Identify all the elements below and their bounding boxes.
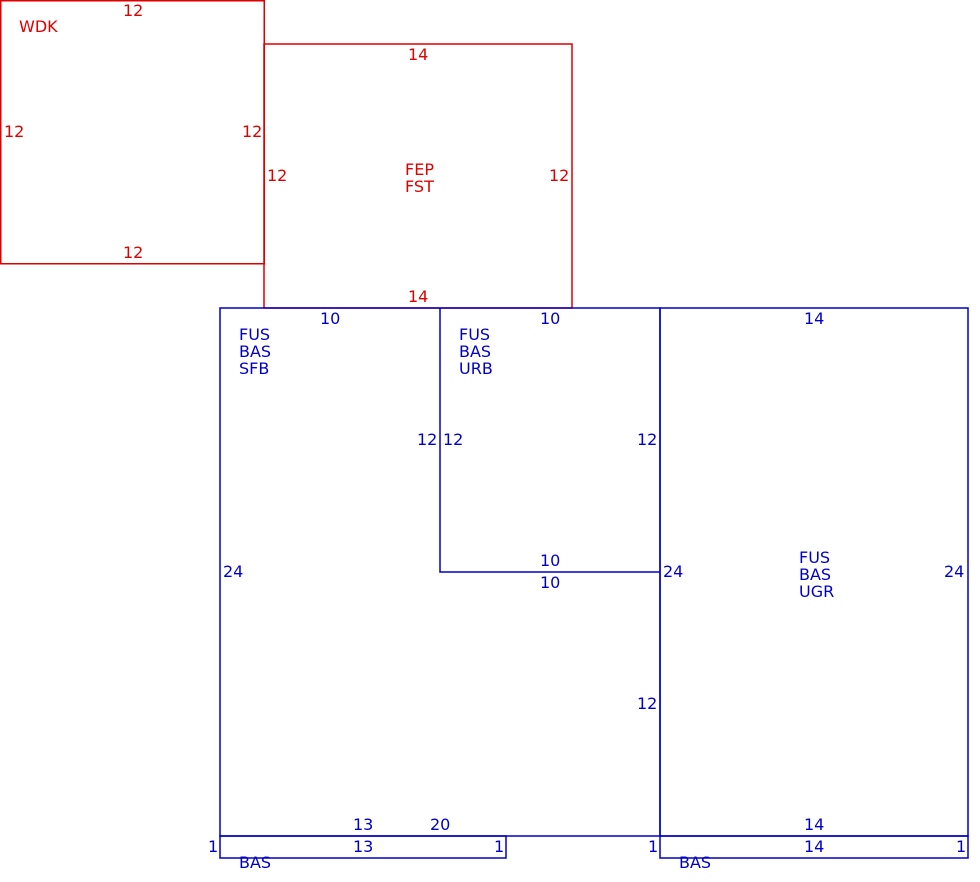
bas-left-far-right-dim: 1 — [648, 837, 658, 856]
urb-bottom-dim: 10 — [540, 551, 560, 570]
bas-right-code: BAS — [679, 853, 711, 872]
bas-left-code: BAS — [239, 853, 271, 872]
wdk-outline — [0, 0, 265, 265]
urb-below-bottom-dim: 10 — [540, 573, 560, 592]
bas-right-top-dim: 14 — [804, 837, 824, 856]
sfb-left-dim: 24 — [223, 562, 243, 581]
urb-right-dim: 12 — [637, 430, 657, 449]
sfb-code-2: BAS — [239, 342, 271, 361]
wdk-top-dim: 12 — [123, 1, 143, 20]
wdk-right-dim: 12 — [242, 122, 262, 141]
urb-code-2: BAS — [459, 342, 491, 361]
urb-code-3: URB — [459, 359, 493, 378]
ugr-code-3: UGR — [799, 582, 834, 601]
bas-left-top-dim: 13 — [353, 837, 373, 856]
ugr-bottom-dim: 14 — [804, 815, 824, 834]
bas-left-strip: BAS 1 13 1 1 — [208, 835, 658, 872]
urb-top-dim: 10 — [540, 309, 560, 328]
bas-right-strip: BAS 14 1 — [659, 835, 969, 872]
ugr-left-dim: 24 — [663, 562, 683, 581]
ugr-code-1: FUS — [799, 548, 830, 567]
bas-left-right-dim: 1 — [494, 837, 504, 856]
bas-left-left-dim: 1 — [208, 837, 218, 856]
ugr-top-dim: 14 — [804, 309, 824, 328]
ugr-area: FUS BAS UGR 14 24 24 14 — [659, 307, 969, 837]
sfb-bottom-dim-a: 13 — [353, 815, 373, 834]
bas-left-outline — [219, 835, 507, 859]
wdk-code: WDK — [19, 17, 58, 36]
fep-code-1: FEP — [405, 160, 434, 179]
fep-bottom-dim: 14 — [408, 287, 428, 306]
fep-area: FEP FST 14 12 12 14 — [263, 43, 573, 309]
ugr-code-2: BAS — [799, 565, 831, 584]
urb-left-dim: 12 — [443, 430, 463, 449]
urb-code-1: FUS — [459, 325, 490, 344]
bas-right-right-dim: 1 — [956, 837, 966, 856]
sfb-inner-right-dim: 12 — [417, 430, 437, 449]
urb-lower-right-dim: 12 — [637, 694, 657, 713]
bas-right-outline — [659, 835, 969, 859]
wdk-left-dim: 12 — [4, 122, 24, 141]
sfb-area: FUS BAS SFB 10 24 12 13 20 — [219, 307, 661, 837]
fep-left-dim: 12 — [267, 166, 287, 185]
sfb-code-3: SFB — [239, 359, 269, 378]
sfb-code-1: FUS — [239, 325, 270, 344]
sfb-top-dim: 10 — [320, 309, 340, 328]
wdk-area: WDK 12 12 12 12 — [0, 0, 265, 265]
urb-outline — [439, 308, 660, 573]
fep-top-dim: 14 — [408, 45, 428, 64]
urb-area: FUS BAS URB 10 12 12 10 10 12 — [439, 308, 660, 713]
fep-code-2: FST — [405, 177, 434, 196]
fep-right-dim: 12 — [549, 166, 569, 185]
ugr-right-dim: 24 — [944, 562, 964, 581]
sfb-bottom-dim-b: 20 — [430, 815, 450, 834]
wdk-bottom-dim: 12 — [123, 243, 143, 262]
